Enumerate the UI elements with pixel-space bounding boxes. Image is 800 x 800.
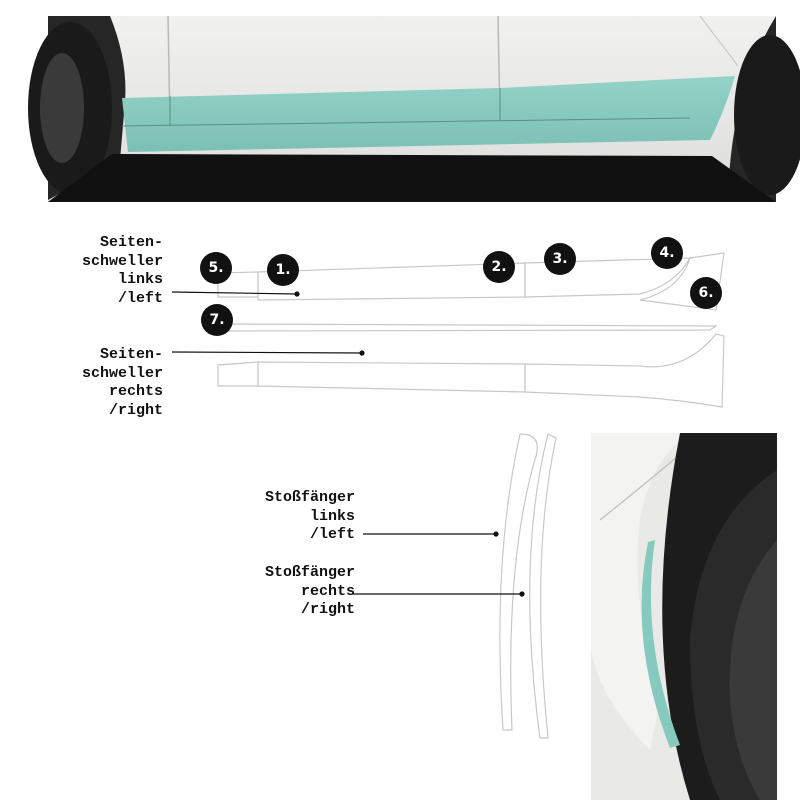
label-sill-right: Seiten- schweller rechts /right (81, 346, 163, 419)
badge-2: 2. (483, 251, 515, 283)
sill-right-front (524, 333, 725, 408)
badge-6: 6. (690, 277, 722, 309)
badge-4: 4. (651, 237, 683, 269)
sill-left-piece-6 (639, 252, 725, 311)
bumper-right-strip (529, 433, 557, 739)
label-sill-left: Seiten- schweller links /left (81, 234, 163, 307)
badge-1: 1. (267, 254, 299, 286)
bumper-left-strip (499, 433, 538, 731)
label-bumper-right: Stoßfänger rechts /right (264, 564, 355, 618)
label-bumper-left: Stoßfänger links /left (264, 489, 355, 543)
badge-5: 5. (200, 252, 232, 284)
sill-foil (122, 76, 735, 152)
badge-7: 7. (201, 304, 233, 336)
bumper-foil (641, 540, 680, 748)
badge-3: 3. (544, 243, 576, 275)
